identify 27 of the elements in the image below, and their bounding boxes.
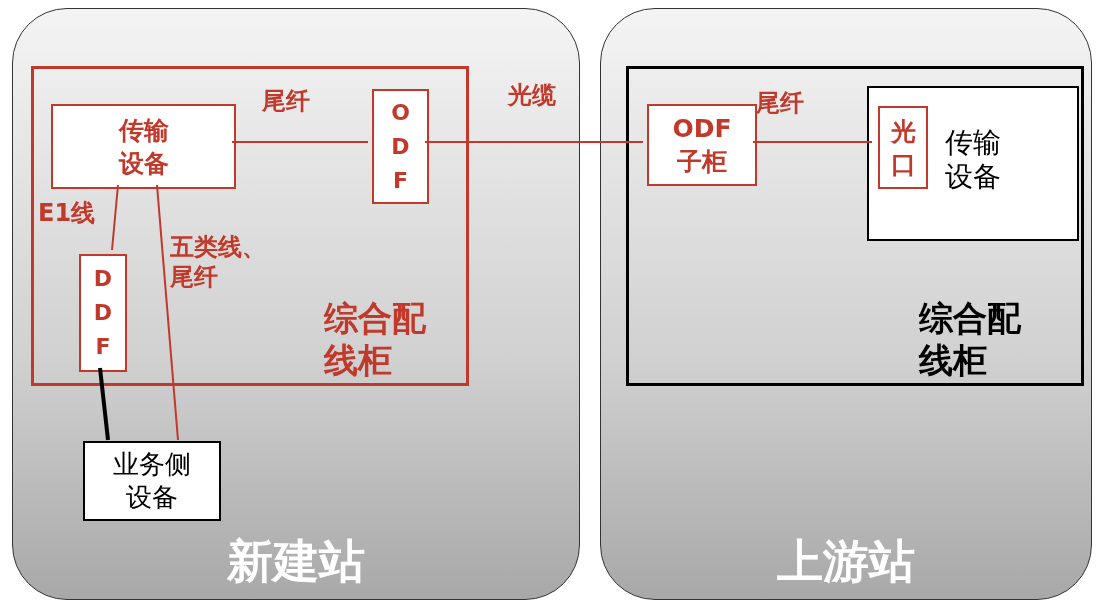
- cabinet-label: 综合配线柜: [919, 297, 1022, 381]
- edge-label: 光缆: [508, 80, 556, 110]
- frame-box: DDF: [79, 254, 127, 372]
- connector-line: [98, 367, 110, 441]
- frame-box: ODF: [372, 89, 429, 204]
- equipment-box: 传输设备: [51, 104, 236, 189]
- station-panel: [12, 8, 580, 600]
- station-label: 新建站: [226, 533, 366, 589]
- cabinet-box: [31, 66, 469, 386]
- equipment-box: [867, 86, 1079, 241]
- device-label: 传输设备: [945, 126, 1002, 194]
- equipment-box: 光口: [878, 106, 928, 189]
- edge-label: 尾纤: [262, 86, 310, 116]
- edge-label: 尾纤: [756, 88, 804, 118]
- edge-label: 五类线、尾纤: [170, 232, 267, 292]
- connector-line: [231, 141, 369, 143]
- connector-line: [156, 184, 179, 441]
- station-panel: [600, 8, 1092, 600]
- connector-line: [424, 141, 644, 143]
- equipment-box: ODF子柜: [647, 104, 757, 186]
- connector-line: [111, 184, 119, 251]
- connector-line: [752, 141, 873, 143]
- cabinet-label: 综合配线柜: [324, 297, 427, 381]
- edge-label: E1线: [38, 198, 96, 228]
- equipment-box: 业务侧设备: [83, 441, 221, 521]
- station-label: 上游站: [776, 533, 916, 589]
- cabinet-box: [626, 66, 1084, 386]
